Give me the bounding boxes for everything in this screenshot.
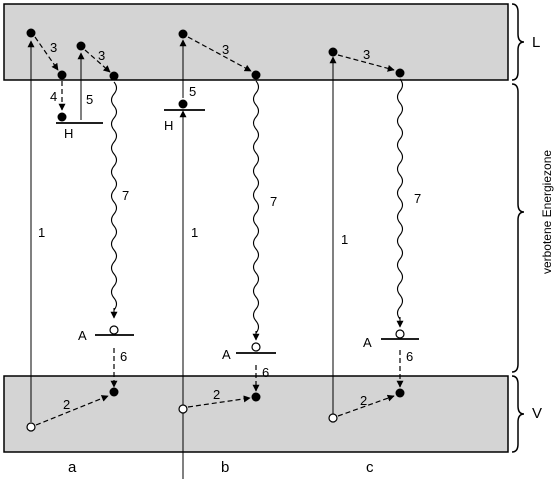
- a-electron-mid: [57, 70, 67, 80]
- a-electron-trap: [57, 112, 67, 122]
- a-trap-label: H: [64, 126, 73, 141]
- b-electron-top: [178, 29, 188, 39]
- b-label-5: 5: [189, 84, 196, 99]
- c-electron-top: [328, 47, 338, 57]
- conduction-band: [3, 3, 509, 81]
- b-label-2: 2: [213, 387, 220, 402]
- panel-label-a: a: [68, 459, 77, 476]
- a-label-5: 5: [86, 92, 93, 107]
- a-relax-2-arrow: [35, 395, 109, 426]
- a-activator-label: A: [78, 328, 87, 343]
- b-activator-label: A: [222, 347, 231, 362]
- c-electron-valence: [395, 388, 405, 398]
- a-label-6: 6: [120, 349, 127, 364]
- panel-label-b: b: [221, 459, 229, 476]
- c-emission-7: [396, 78, 404, 320]
- b-relax-3: [187, 36, 252, 72]
- a-relax-3-left: [34, 36, 59, 71]
- b-electron-valence: [251, 392, 261, 402]
- panel-b: 1 5 H 3 7 A 6 2: [164, 29, 277, 479]
- a-label-2: 2: [63, 397, 70, 412]
- valence-band-label: V: [532, 405, 542, 422]
- c-label-7: 7: [414, 191, 421, 206]
- c-label-2: 2: [360, 393, 367, 408]
- brace-conduction: [511, 3, 525, 81]
- a-activator-hole: [109, 325, 119, 335]
- c-label-6: 6: [406, 349, 413, 364]
- a-label-3-left: 3: [50, 40, 57, 55]
- b-label-3: 3: [222, 42, 229, 57]
- a-electron-bottom-l: [109, 71, 119, 81]
- b-relax-2: [187, 395, 251, 408]
- b-hole-valence: [178, 404, 188, 414]
- a-label-4: 4: [50, 89, 57, 104]
- a-electron-top: [26, 28, 36, 38]
- a-relax-3-right: [84, 49, 111, 73]
- c-label-3: 3: [363, 47, 370, 62]
- b-emission-7: [252, 80, 260, 334]
- brace-valence: [511, 375, 525, 453]
- a-label-1: 1: [38, 225, 45, 240]
- a-label-7: 7: [122, 188, 129, 203]
- panel-label-c: c: [366, 459, 374, 476]
- c-label-1: 1: [341, 232, 348, 247]
- gap-label: verbotene Energiezone: [540, 150, 554, 274]
- b-trap-label: H: [164, 118, 173, 133]
- a-emission-7: [110, 81, 118, 311]
- c-relax-2: [337, 394, 395, 417]
- c-relax-3: [337, 54, 395, 72]
- a-hole-valence: [26, 422, 36, 432]
- c-activator-hole: [395, 329, 405, 339]
- a-electron-top2: [76, 41, 86, 51]
- a-label-3-right: 3: [98, 48, 105, 63]
- c-hole-valence: [328, 413, 338, 423]
- b-label-1: 1: [191, 225, 198, 240]
- c-activator-label: A: [363, 335, 372, 350]
- valence-band: [3, 375, 509, 453]
- b-label-7: 7: [270, 194, 277, 209]
- c-electron-bottom-l: [395, 68, 405, 78]
- b-label-6: 6: [262, 365, 269, 380]
- brace-gap: [511, 83, 525, 373]
- panel-c: 1 3 7 A 6 2: [328, 47, 421, 423]
- b-activator-hole: [251, 342, 261, 352]
- b-electron-trap: [178, 99, 188, 109]
- panel-a: 1 3 3 4 5 H 7 A 6: [26, 28, 134, 432]
- a-electron-valence: [109, 387, 119, 397]
- conduction-band-label: L: [532, 34, 540, 51]
- b-electron-bottom-l: [251, 70, 261, 80]
